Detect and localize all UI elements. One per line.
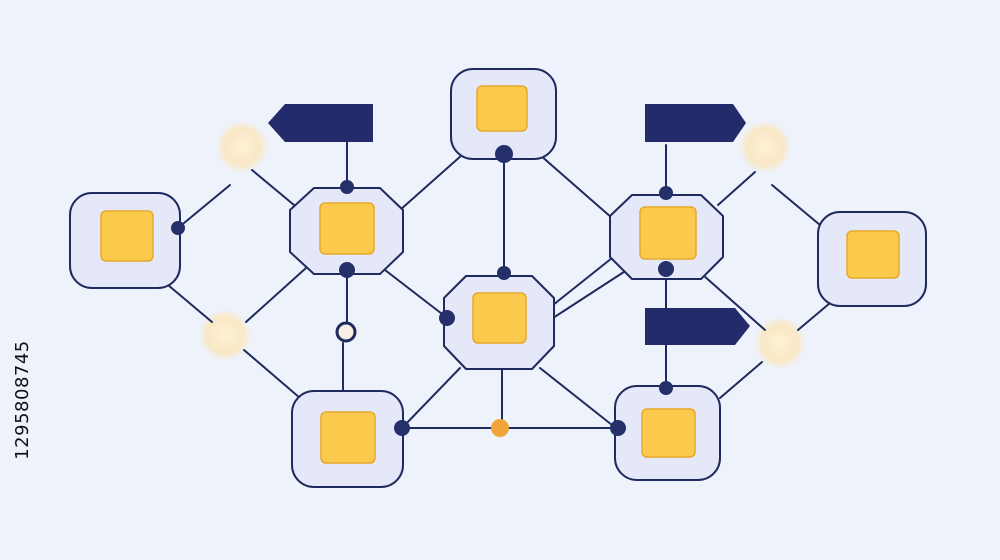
edge [719,361,763,399]
yellow-square-icon [100,210,154,262]
watermark-id: 1295808745 [12,340,33,460]
yellow-square-icon [641,408,696,458]
connector-dot [439,310,455,326]
node-center [443,275,555,370]
watermark: 1295808745 [4,300,42,500]
edge [771,184,821,226]
yellow-square-icon [320,411,376,464]
node-bottom-left [291,390,404,488]
flag-tag-icon [268,104,373,142]
flag-tag-icon [645,104,746,142]
edge [552,257,613,306]
edge [177,184,231,229]
hollow-dot [335,321,357,343]
flag-tag-icon [645,308,750,345]
yellow-square-icon [472,292,527,344]
connector-dot [394,420,410,436]
edge [243,349,301,399]
connector-dot [610,420,626,436]
connector-dot [658,261,674,277]
connector-dot [659,381,673,395]
edge [539,367,613,426]
glow-circle-icon [216,121,268,173]
edge [539,154,613,219]
node-right [817,211,927,307]
edge [167,284,213,323]
yellow-square-icon [476,85,528,132]
connector-dot [659,186,673,200]
node-left [69,192,181,289]
label-tags [268,104,750,345]
yellow-square-icon [639,206,697,260]
accent-dot [491,419,509,437]
nodes [69,68,927,488]
edge [401,367,461,429]
node-top-left [289,187,404,275]
connector-dot [495,145,513,163]
node-top-right [609,194,724,280]
glow-circle-icon [739,121,791,173]
connector-dot [171,221,185,235]
yellow-square-icon [846,230,900,279]
edge [717,171,756,206]
edge [384,269,447,318]
node-bottom-right [614,385,721,481]
connector-dot [340,180,354,194]
glow-circle-icon [754,317,806,369]
edge [251,169,295,206]
yellow-square-icon [319,202,375,255]
connector-dot [339,262,355,278]
edge [552,267,631,319]
edge [702,274,766,331]
edge [797,302,831,331]
edge [399,154,463,211]
connector-dot [497,266,511,280]
connector-dots [171,145,674,436]
edge [245,267,307,323]
